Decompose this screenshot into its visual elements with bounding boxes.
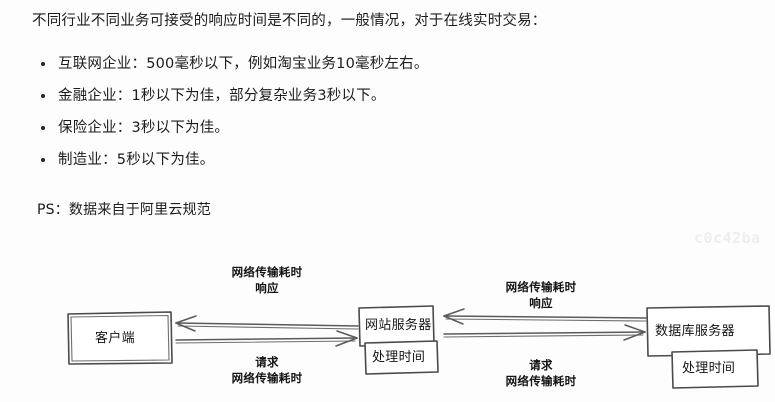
node-db-server-processing-label: 处理时间 [682,361,736,376]
list-item: 保险企业：3秒以下为佳。 [0,112,700,144]
edge-label-response-left: 响应 [255,281,279,295]
node-client [67,311,173,365]
bullet-dot-icon [41,126,45,130]
list-item-label: 保险企业：3秒以下为佳。 [58,120,230,136]
list-item: 金融企业：1秒以下为佳，部分复杂业务3秒以下。 [0,80,700,112]
diagram-canvas: .bx { fill:#ffffff; stroke:#4a4a4a; stro… [67,305,771,389]
bullet-dot-icon [41,62,45,66]
list-item: 互联网企业：500毫秒以下，例如淘宝业务10毫秒左右。 [0,48,700,80]
bullet-dot-icon [41,94,45,98]
request-response-timing-diagram: .bx { fill:#ffffff; stroke:#4a4a4a; stro… [0,250,775,402]
edge-label-response-network-latency-right: 网络传输耗时 [505,280,577,294]
node-db-server [646,305,771,389]
node-web-server-processing-label: 处理时间 [372,350,426,365]
edge-label-response-network-latency-left: 网络传输耗时 [231,265,303,279]
ps-source-note: PS：数据来自于阿里云规范 [37,202,211,218]
node-client-label: 客户端 [95,331,135,346]
edge-response-client-web [175,315,359,332]
list-item: 制造业：5秒以下为佳。 [0,144,700,176]
list-item-label: 制造业：5秒以下为佳。 [58,152,215,168]
watermark: c0c42ba [694,229,761,247]
edge-response-web-db [443,308,647,325]
intro-paragraph: 不同行业不同业务可接受的响应时间是不同的，一般情况，对于在线实时交易： [32,13,547,29]
node-db-server-label: 数据库服务器 [655,324,735,339]
edge-request-web-db [443,324,646,341]
edge-request-client-web [175,330,358,347]
edge-label-response-right: 响应 [529,296,553,310]
edge-label-request-network-latency-right: 网络传输耗时 [505,374,577,388]
list-item-label: 互联网企业：500毫秒以下，例如淘宝业务10毫秒左右。 [58,56,429,72]
edge-label-request-left: 请求 [255,355,279,369]
edge-label-request-network-latency-left: 网络传输耗时 [231,371,303,385]
node-web-server-label: 网站服务器 [365,318,432,333]
industry-response-time-list: 互联网企业：500毫秒以下，例如淘宝业务10毫秒左右。 金融企业：1秒以下为佳，… [0,48,700,176]
list-item-label: 金融企业：1秒以下为佳，部分复杂业务3秒以下。 [58,88,386,104]
node-web-server [358,305,439,375]
edge-label-request-right: 请求 [529,358,553,372]
bullet-dot-icon [41,158,45,162]
